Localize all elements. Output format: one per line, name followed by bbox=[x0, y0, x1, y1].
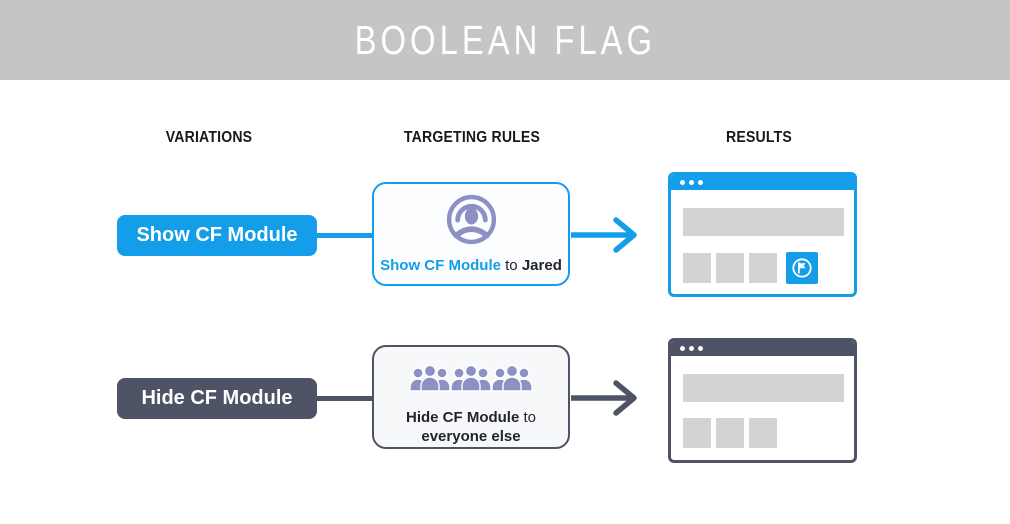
content-placeholder-tile bbox=[749, 418, 777, 448]
rule-caption: Hide CF Module to everyone else bbox=[406, 408, 536, 446]
window-dot-icon bbox=[680, 346, 685, 351]
browser-titlebar bbox=[671, 175, 854, 190]
content-placeholder-row bbox=[683, 418, 782, 448]
window-dot-icon bbox=[698, 180, 703, 185]
variation-pill-hide-cf-module: Hide CF Module bbox=[117, 378, 317, 419]
content-placeholder-tile bbox=[749, 253, 777, 283]
content-placeholder-banner bbox=[683, 374, 844, 402]
window-dot-icon bbox=[689, 346, 694, 351]
column-header-variations: VARIATIONS bbox=[165, 129, 253, 146]
window-dot-icon bbox=[689, 180, 694, 185]
variation-label: Hide CF Module bbox=[141, 387, 293, 409]
rule-flag-name: Show CF Module bbox=[380, 257, 501, 274]
result-browser-module-hidden bbox=[668, 338, 857, 463]
rule-connector-word: to bbox=[523, 409, 536, 426]
window-dot-icon bbox=[698, 346, 703, 351]
targeting-rule-card-hide: Hide CF Module to everyone else bbox=[372, 345, 570, 449]
content-placeholder-tile bbox=[683, 253, 711, 283]
arrow-right-icon bbox=[571, 380, 637, 416]
crowd-of-people-icon bbox=[409, 359, 533, 404]
rule-connector-word: to bbox=[505, 257, 518, 274]
content-placeholder-tile bbox=[716, 418, 744, 448]
browser-titlebar bbox=[671, 341, 854, 356]
rule-caption: Show CF Module to Jared bbox=[380, 256, 562, 275]
variation-label: Show CF Module bbox=[136, 224, 298, 246]
targeting-rule-card-show: Show CF Module to Jared bbox=[372, 182, 570, 286]
variation-pill-show-cf-module: Show CF Module bbox=[117, 215, 317, 256]
rule-flag-name: Hide CF Module bbox=[405, 409, 520, 426]
title-banner: BOOLEAN FLAG bbox=[0, 0, 1010, 80]
window-dot-icon bbox=[680, 180, 685, 185]
column-header-targeting-rules: TARGETING RULES bbox=[403, 129, 541, 146]
content-placeholder-row bbox=[683, 252, 818, 284]
connector-line bbox=[315, 396, 373, 401]
cf-module-tile bbox=[786, 252, 818, 284]
content-placeholder-tile bbox=[683, 418, 711, 448]
content-placeholder-tile bbox=[716, 253, 744, 283]
rule-target: Jared bbox=[521, 257, 562, 274]
flag-in-circle-icon bbox=[792, 258, 812, 278]
column-header-results: RESULTS bbox=[726, 129, 792, 146]
rule-target: everyone else bbox=[421, 428, 521, 445]
result-browser-module-shown bbox=[668, 172, 857, 297]
connector-line bbox=[315, 233, 373, 238]
arrow-right-icon bbox=[571, 217, 637, 253]
single-user-in-circle-icon bbox=[445, 193, 498, 251]
page-title: BOOLEAN FLAG bbox=[354, 16, 656, 63]
content-placeholder-banner bbox=[683, 208, 844, 236]
